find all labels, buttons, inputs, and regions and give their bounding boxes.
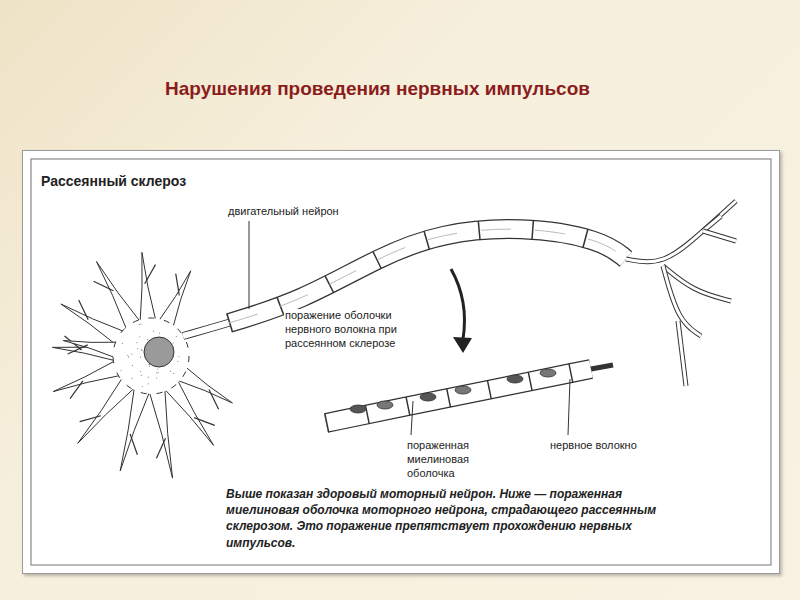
leader-line <box>568 379 570 435</box>
panel-heading: Рассеянный склероз <box>41 173 186 189</box>
zoom-arrow <box>451 269 465 339</box>
callout-label: нервное волокно <box>549 439 638 453</box>
figure-panel: Рассеянный склероз двигательный нейрон пор… <box>22 150 780 574</box>
myelinated-axon <box>183 201 736 386</box>
dendrites <box>52 252 232 478</box>
leader-line <box>411 401 413 435</box>
callout-label: пораженная миелиновая оболочка <box>406 439 518 480</box>
callout-label: двигательный нейрон <box>227 205 340 219</box>
callout-label: поражение оболочки нервного волокна при … <box>284 309 436 350</box>
nucleus <box>144 337 174 367</box>
leader-line <box>249 221 250 309</box>
figure-caption: Выше показан здоровый моторный нейрон. Н… <box>226 486 676 551</box>
slide-title: Нарушения проведения нервных импульсов <box>165 78 590 100</box>
